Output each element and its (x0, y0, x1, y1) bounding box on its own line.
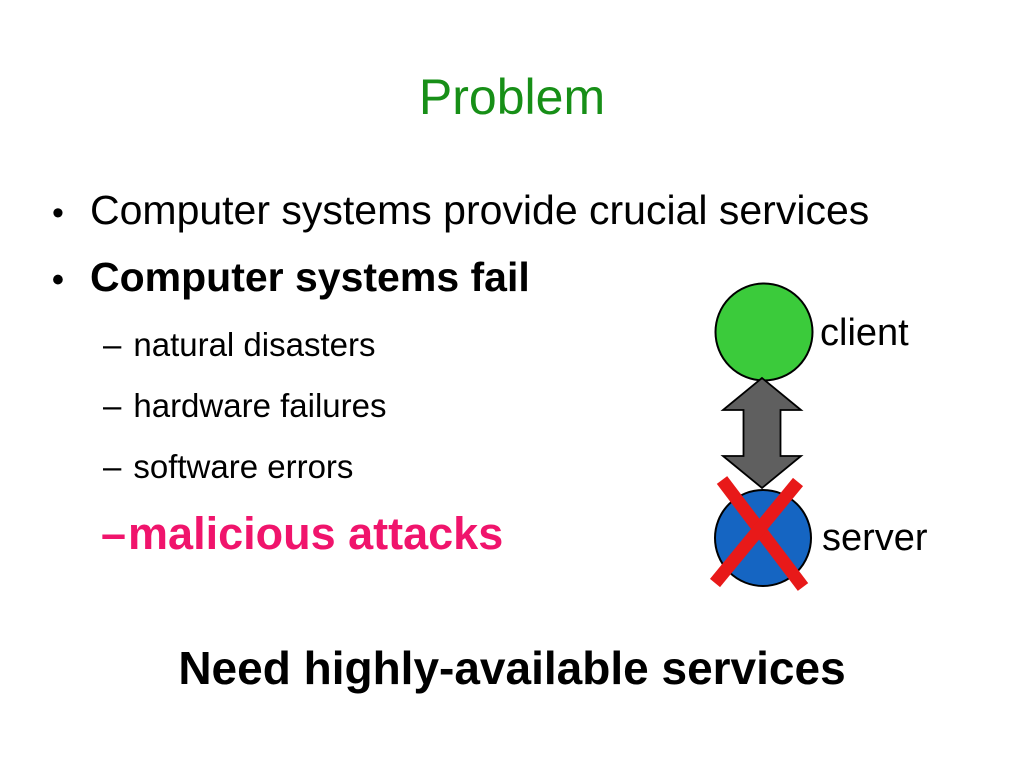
server-label: server (822, 517, 928, 559)
sub-bullet-text: hardware failures (133, 387, 387, 424)
client-server-diagram (709, 282, 814, 591)
dash-icon: – (103, 387, 122, 424)
bullet-text: Computer systems provide crucial service… (90, 187, 870, 233)
sub-bullet-item: – software errors (103, 448, 353, 486)
bullet-item: • Computer systems provide crucial servi… (52, 187, 870, 234)
sub-bullet-item: – hardware failures (103, 387, 386, 425)
dash-icon: – (103, 448, 122, 485)
bullet-text: Computer systems fail (90, 254, 530, 300)
conclusion-text: Need highly-available services (178, 642, 846, 694)
sub-bullet-text: software errors (133, 448, 354, 485)
failure-cross-icon (709, 477, 804, 588)
emphasis-bullet-item: – malicious attacks (101, 508, 503, 560)
slide-title: Problem (418, 69, 606, 125)
client-node (714, 282, 814, 382)
dash-icon: – (101, 508, 127, 559)
sub-bullet-item: – natural disasters (103, 326, 375, 364)
bullet-item: • Computer systems fail (52, 254, 530, 301)
sub-bullet-text: natural disasters (133, 326, 376, 363)
client-label: client (820, 312, 909, 354)
emphasis-bullet-text: malicious attacks (128, 508, 504, 559)
double-arrow-icon (720, 376, 804, 490)
dash-icon: – (103, 326, 122, 363)
bullet-icon: • (52, 194, 64, 232)
bullet-icon: • (52, 261, 64, 299)
